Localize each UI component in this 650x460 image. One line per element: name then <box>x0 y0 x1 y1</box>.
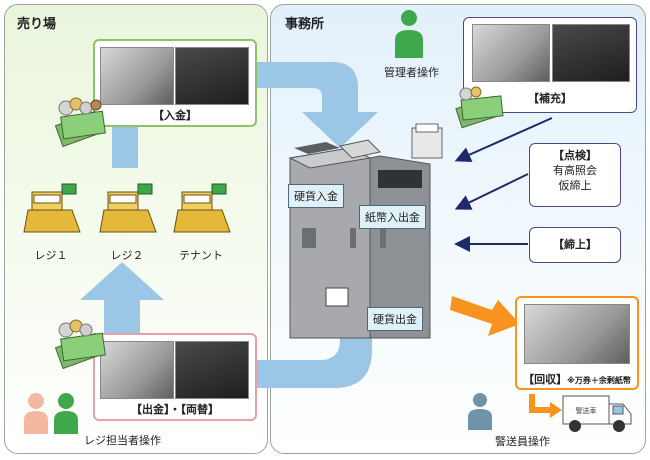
register-icon-tenant <box>173 183 231 233</box>
replenish-arrow <box>454 117 553 163</box>
withdraw-photo-notes <box>175 341 249 399</box>
inspect-box: 【点検】 有高照会 仮締上 <box>529 143 621 207</box>
replenish-label: 【補充】 <box>528 92 572 105</box>
coin-withdraw-callout: 硬貨出金 <box>367 307 423 331</box>
deposit-to-machine-arrow <box>252 62 378 148</box>
replenish-photo-coins <box>552 24 630 82</box>
deposit-photo-coins <box>175 47 249 105</box>
cashier-person-icons <box>24 393 78 434</box>
collect-photo <box>524 304 630 364</box>
sales-floor-title: 売り場 <box>17 17 57 32</box>
withdraw-label: 【出金】・【両替】 <box>131 403 219 416</box>
register-label-tenant: テナント <box>179 249 223 262</box>
withdraw-photo-box: 【出金】・【両替】 <box>93 333 257 421</box>
cashier-operator-label: レジ担当者操作 <box>84 434 161 447</box>
deposit-photo-hand <box>100 47 174 105</box>
deposit-label: 【入金】 <box>153 109 197 122</box>
register-icon-1 <box>23 183 81 233</box>
inspect-item-tentative-close: 仮締上 <box>558 179 592 192</box>
receipt-printer-icon <box>411 123 443 159</box>
collect-caption: 【回収】※万券＋余剰紙幣 <box>517 368 637 387</box>
machine-to-withdraw-arrow <box>250 330 372 388</box>
deposit-connector <box>112 126 138 168</box>
money-icon-withdraw <box>54 319 106 370</box>
collect-arrow <box>450 296 520 336</box>
note-io-callout: 紙幣入出金 <box>359 205 426 229</box>
admin-person-icon <box>395 10 423 58</box>
inspect-arrow <box>454 173 529 210</box>
money-icon-replenish <box>455 86 504 129</box>
security-truck-icon: 警送車 <box>562 395 632 432</box>
replenish-photo-box: 【補充】 <box>463 17 637 113</box>
inspect-title: 【点検】 <box>553 149 597 162</box>
collect-to-truck-arrow <box>529 394 552 413</box>
close-box: 【締上】 <box>529 227 621 263</box>
collect-label: 【回収】 <box>523 373 568 386</box>
money-icon <box>54 97 106 148</box>
office-title: 事務所 <box>285 17 325 32</box>
collect-photo-box: 【回収】※万券＋余剰紙幣 <box>515 296 639 390</box>
coin-deposit-callout: 硬貨入金 <box>288 184 344 208</box>
deposit-photo-box: 【入金】 <box>93 39 257 127</box>
register-icon-2 <box>99 183 157 233</box>
truck-text: 警送車 <box>576 406 597 415</box>
admin-operator-label: 管理者操作 <box>384 66 439 79</box>
register-label-2: レジ２ <box>110 249 144 262</box>
collect-note: ※万券＋余剰紙幣 <box>567 376 631 385</box>
guard-person-icon <box>468 393 492 430</box>
inspect-item-balance: 有高照会 <box>553 164 597 177</box>
guard-operator-label: 警送員操作 <box>495 435 550 448</box>
replenish-photo-hand <box>472 24 550 82</box>
register-label-1: レジ１ <box>34 249 68 262</box>
withdraw-to-register-arrow <box>80 262 164 336</box>
withdraw-photo-hand <box>100 341 174 399</box>
